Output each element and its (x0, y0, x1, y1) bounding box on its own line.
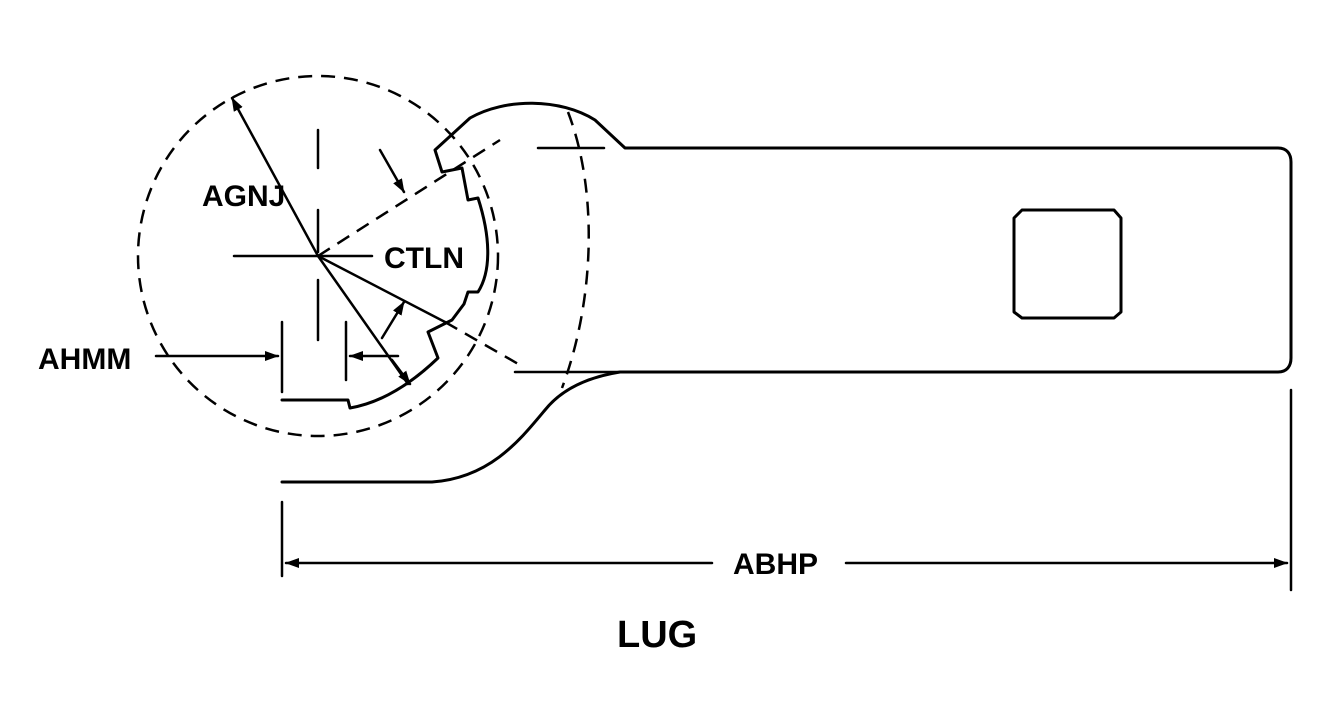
label-agnj: AGNJ (202, 180, 285, 213)
angle-arrow-lower-b (390, 358, 412, 386)
angle-arrow-lower-a (380, 300, 406, 340)
angle-arrow-upper (378, 148, 406, 194)
wrench-body (280, 101, 1293, 484)
radial-line-upper-dash (317, 138, 501, 258)
radial-line-lower-dash (444, 320, 521, 367)
drawing-title: LUG (617, 614, 697, 656)
label-abhp: ABHP (733, 548, 818, 581)
label-ahmm: AHMM (38, 343, 131, 376)
radial-line-lower-2 (316, 254, 447, 324)
radial-line-agnj (230, 96, 320, 258)
square-drive-hole (1012, 208, 1123, 320)
label-ctln: CTLN (384, 242, 464, 275)
nut-outline-circle (136, 74, 500, 438)
hub-arc (560, 111, 590, 389)
